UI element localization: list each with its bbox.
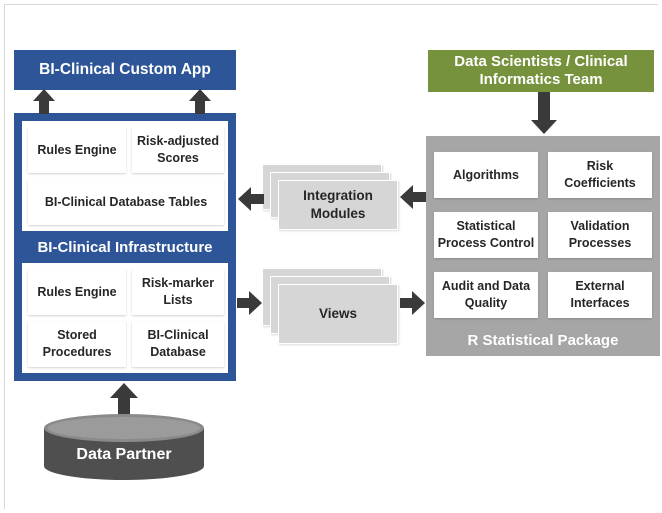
infra-stored-procedures: Stored Procedures bbox=[28, 321, 126, 367]
arrow-up-icon bbox=[110, 383, 138, 420]
database-cylinder-icon bbox=[44, 414, 204, 480]
r-statistical-process-control: Statistical Process Control bbox=[434, 212, 538, 258]
r-package-label: R Statistical Package bbox=[467, 331, 619, 349]
infra-bottom-panel: Rules Engine Risk-marker Lists Stored Pr… bbox=[22, 263, 228, 373]
infra-rules-engine-top: Rules Engine bbox=[28, 127, 126, 173]
integration-modules: Integration Modules bbox=[278, 180, 398, 230]
arrow-up-icon bbox=[189, 89, 211, 114]
r-package-box: Algorithms Risk Coefficients Statistical… bbox=[426, 136, 660, 356]
infra-risk-marker: Risk-marker Lists bbox=[132, 269, 224, 315]
infra-risk-scores: Risk-adjusted Scores bbox=[132, 127, 224, 173]
infrastructure-box: Rules Engine Risk-adjusted Scores BI-Cli… bbox=[14, 113, 236, 381]
r-validation-processes: Validation Processes bbox=[548, 212, 652, 258]
arrow-right-icon bbox=[400, 291, 425, 315]
views-box: Views bbox=[278, 284, 398, 344]
custom-app-title: BI-Clinical Custom App bbox=[39, 60, 211, 78]
infra-db-tables: BI-Clinical Database Tables bbox=[28, 179, 224, 225]
r-external-interfaces: External Interfaces bbox=[548, 272, 652, 318]
arrow-down-icon bbox=[531, 92, 557, 134]
diagram-frame bbox=[4, 4, 658, 509]
arrow-up-icon bbox=[33, 89, 55, 114]
infra-top-panel: Rules Engine Risk-adjusted Scores BI-Cli… bbox=[22, 121, 228, 231]
infrastructure-label: BI-Clinical Infrastructure bbox=[37, 238, 213, 256]
data-partner-label: Data Partner bbox=[76, 446, 172, 463]
infra-rules-engine-bottom: Rules Engine bbox=[28, 269, 126, 315]
infra-database: BI-Clinical Database bbox=[132, 321, 224, 367]
r-risk-coefficients: Risk Coefficients bbox=[548, 152, 652, 198]
arrow-left-icon bbox=[238, 187, 264, 211]
custom-app-box: BI-Clinical Custom App bbox=[14, 50, 236, 90]
team-box: Data Scientists / Clinical Informatics T… bbox=[428, 50, 654, 92]
r-algorithms: Algorithms bbox=[434, 152, 538, 198]
arrow-right-icon bbox=[237, 291, 262, 315]
team-title: Data Scientists / Clinical Informatics T… bbox=[454, 53, 628, 88]
arrow-left-icon bbox=[400, 185, 426, 209]
r-audit-data-quality: Audit and Data Quality bbox=[434, 272, 538, 318]
